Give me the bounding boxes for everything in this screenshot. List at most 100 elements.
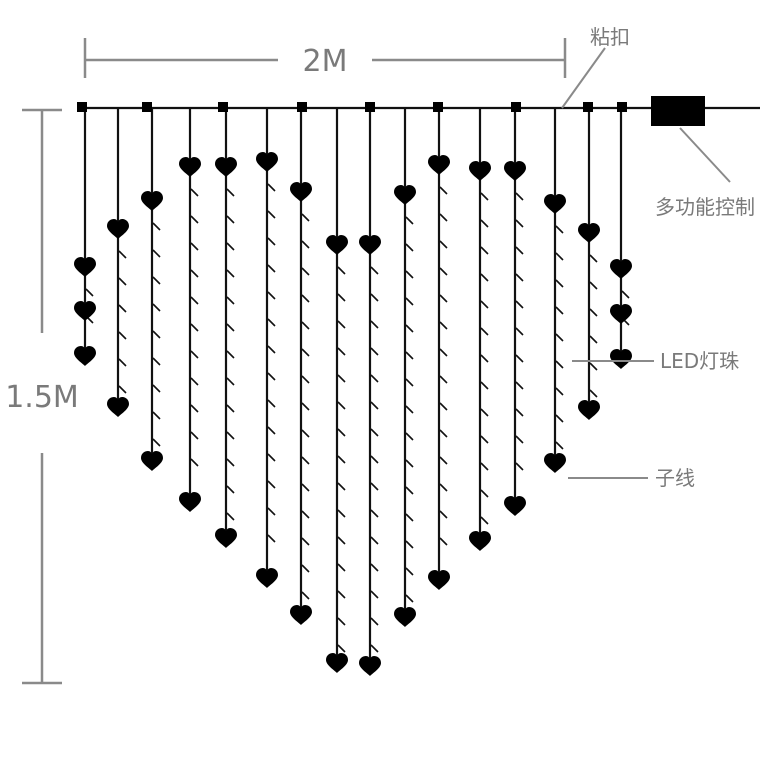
led-tick (370, 266, 379, 275)
led-tick (370, 347, 379, 356)
led-tick (152, 438, 161, 447)
led-tick (267, 237, 276, 246)
heart-icon (215, 528, 237, 548)
led-tick (480, 516, 489, 525)
led-tick (480, 327, 489, 336)
led-tick (405, 486, 414, 495)
led-tick (337, 563, 346, 572)
led-tick (267, 318, 276, 327)
led-tick (118, 304, 127, 313)
led-tick (190, 404, 199, 413)
strand (544, 108, 566, 473)
led-tick (439, 321, 448, 330)
led-tick (405, 270, 414, 279)
led-tick (515, 354, 524, 363)
led-tick (267, 534, 276, 543)
led-tick (480, 435, 489, 444)
led-tick (337, 401, 346, 410)
strand (256, 108, 278, 588)
led-tick (480, 381, 489, 390)
strands (74, 108, 632, 676)
led-tick (480, 489, 489, 498)
led-tick (439, 186, 448, 195)
subwire-label: 子线 (655, 466, 695, 490)
led-tick (555, 279, 564, 288)
led-tick (370, 590, 379, 599)
height-label: 1.5M (5, 380, 79, 415)
heart-icon (179, 157, 201, 177)
heart-icon (610, 304, 632, 324)
heart-icon (290, 605, 312, 625)
led-tick (301, 321, 310, 330)
heart-icon (469, 531, 491, 551)
led-tick (405, 459, 414, 468)
led-tick (589, 362, 598, 371)
square-clip-icon (365, 102, 375, 112)
heart-icon (141, 191, 163, 211)
led-tick (226, 458, 235, 467)
led-tick (439, 510, 448, 519)
strand (74, 108, 96, 366)
led-tick (301, 240, 310, 249)
width-label: 2M (303, 44, 348, 79)
led-tick (370, 428, 379, 437)
led-tick (405, 405, 414, 414)
led-tick (439, 402, 448, 411)
led-tick (515, 192, 524, 201)
heart-icon (107, 219, 129, 239)
strand (215, 108, 237, 548)
strand (469, 108, 491, 551)
led-tick (515, 408, 524, 417)
heart-icon (74, 257, 96, 277)
led-tick (370, 455, 379, 464)
led-tick (267, 399, 276, 408)
led-tick (190, 296, 199, 305)
led-tick (267, 480, 276, 489)
clips (77, 102, 627, 112)
led-tick (152, 276, 161, 285)
led-tick (405, 378, 414, 387)
heart-icon (179, 492, 201, 512)
led-tick (118, 331, 127, 340)
led-tick (118, 358, 127, 367)
led-tick (439, 267, 448, 276)
led-tick (337, 644, 346, 653)
heart-icon (428, 570, 450, 590)
heart-icon (544, 453, 566, 473)
led-tick (118, 277, 127, 286)
led-tick (370, 644, 379, 653)
led-tick (152, 330, 161, 339)
led-tick (555, 414, 564, 423)
led-tick (337, 428, 346, 437)
led-tick (85, 288, 94, 297)
led-tick (190, 350, 199, 359)
led-tick (152, 249, 161, 258)
led-tick (515, 381, 524, 390)
led-tick (589, 254, 598, 263)
led-tick (226, 296, 235, 305)
led-tick (370, 563, 379, 572)
led-tick (515, 219, 524, 228)
led-tick (405, 297, 414, 306)
led-tick (439, 483, 448, 492)
led-tick (152, 222, 161, 231)
strand (428, 108, 450, 590)
led-tick (555, 387, 564, 396)
led-tick (267, 453, 276, 462)
led-tick (555, 333, 564, 342)
led-tick (439, 456, 448, 465)
led-tick (405, 324, 414, 333)
controller-callout: 多功能控制 (655, 127, 755, 219)
led-tick (370, 509, 379, 518)
led-tick (226, 377, 235, 386)
led-tick (267, 264, 276, 273)
heart-icon (359, 656, 381, 676)
led-tick (480, 192, 489, 201)
led-tick (480, 408, 489, 417)
height-dimension: 1.5M (5, 108, 79, 685)
led-tick (301, 213, 310, 222)
led-tick (439, 240, 448, 249)
led-tick (370, 482, 379, 491)
square-clip-icon (511, 102, 521, 112)
